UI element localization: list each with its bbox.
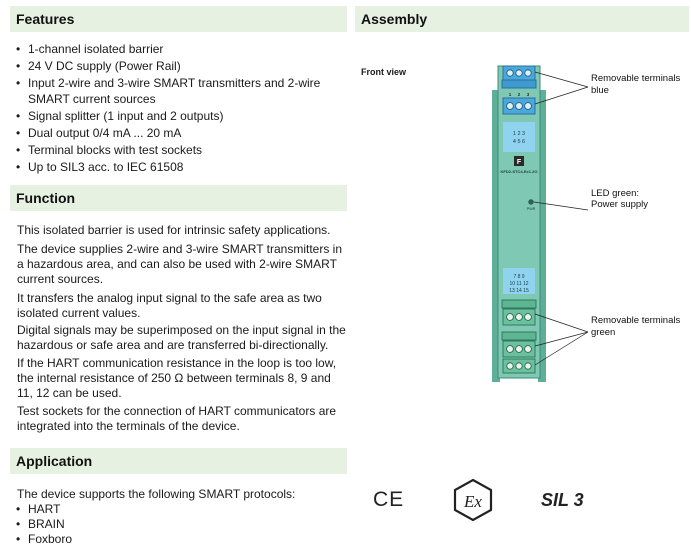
ce-mark-icon: CE <box>373 488 404 511</box>
ex-mark-text: Ex <box>463 492 482 511</box>
front-view-label: Front view <box>361 67 407 77</box>
screw-icon <box>506 102 514 110</box>
feature-item: 24 V DC supply (Power Rail) <box>16 58 346 74</box>
screw-icon <box>515 362 523 370</box>
terminal-socket-row <box>501 331 537 341</box>
application-intro: The device supports the following SMART … <box>17 487 296 501</box>
features-list: 1-channel isolated barrier 24 V DC suppl… <box>16 41 346 176</box>
screw-icon <box>515 69 523 77</box>
screw-icon <box>524 102 532 110</box>
feature-item: Up to SIL3 acc. to IEC 61508 <box>16 159 346 175</box>
leader-line <box>533 201 589 211</box>
leader-line <box>534 331 589 347</box>
leader-line <box>534 313 589 333</box>
feature-item: 1-channel isolated barrier <box>16 41 346 57</box>
certification-logos: CE Ex SIL 3 <box>373 478 584 522</box>
brand-logo-letter: F <box>517 159 522 166</box>
pwr-label: PWR <box>527 207 536 211</box>
ex-mark-icon <box>453 478 493 522</box>
features-heading: Features <box>10 6 347 32</box>
function-paragraph: Test sockets for the connection of HART … <box>17 404 337 433</box>
function-paragraph: Digital signals may be superimposed on t… <box>17 323 346 352</box>
model-label: KFD2-STC4-Ex1.2O <box>501 169 538 174</box>
terminal-number: 3 <box>527 92 530 97</box>
screw-icon <box>506 362 514 370</box>
housing-side-right <box>538 90 546 382</box>
terminal-number: 1 <box>509 92 512 97</box>
feature-item: Signal splitter (1 input and 2 outputs) <box>16 108 346 124</box>
screw-icon <box>506 313 514 321</box>
annotation-led-line2: Power supply <box>591 199 649 210</box>
application-heading: Application <box>10 448 347 474</box>
function-paragraph: It transfers the analog input signal to … <box>17 291 322 320</box>
annotation-terminals-blue-line1: Removable terminals <box>591 73 681 84</box>
protocols-list: HART BRAIN Foxboro <box>16 502 216 547</box>
bottom-terminal-numbers-2: 10 11 12 <box>509 281 528 287</box>
function-heading: Function <box>10 185 347 211</box>
bottom-terminal-numbers-3: 13 14 15 <box>509 288 529 294</box>
terminal-socket-row <box>501 299 537 309</box>
bottom-terminal-numbers-1: 7 8 9 <box>513 274 524 280</box>
leader-line <box>534 331 589 366</box>
screw-icon <box>515 102 523 110</box>
function-paragraph: The device supplies 2-wire and 3-wire SM… <box>17 242 343 286</box>
screw-icon <box>515 313 523 321</box>
feature-item: Terminal blocks with test sockets <box>16 142 346 158</box>
screw-icon <box>506 69 514 77</box>
top-terminal-numbers-1: 1 2 3 <box>513 131 525 137</box>
annotation-terminals-green-line1: Removable terminals <box>591 315 681 326</box>
housing <box>497 65 541 379</box>
label-area-blue <box>503 122 535 152</box>
leader-line <box>534 86 589 105</box>
screw-icon <box>524 362 532 370</box>
annotation-led-line1: LED green: <box>591 188 640 199</box>
function-paragraph: If the HART communication resistance in … <box>17 356 337 400</box>
protocol-item: BRAIN <box>16 517 216 532</box>
feature-item: Dual output 0/4 mA ... 20 mA <box>16 125 346 141</box>
screw-icon <box>506 345 514 353</box>
annotation-terminals-green-line2: green <box>591 327 616 338</box>
led-icon <box>528 199 534 205</box>
sil3-mark: SIL 3 <box>541 490 584 510</box>
top-terminal-numbers-2: 4 5 6 <box>513 139 525 145</box>
brand-logo-icon <box>514 156 524 166</box>
protocol-item: Foxboro <box>16 532 216 547</box>
terminal-number: 2 <box>518 92 521 97</box>
device-front-view: 1 2 3 1 2 3 4 5 6 F KFD2-STC4-Ex1.2O PWR… <box>492 65 589 382</box>
screw-icon <box>524 345 532 353</box>
terminal-socket-row <box>501 79 537 89</box>
feature-item: Input 2-wire and 3-wire SMART transmitte… <box>16 75 346 107</box>
leader-line <box>534 71 589 88</box>
protocol-item: HART <box>16 502 216 517</box>
housing-side-left <box>492 90 500 382</box>
assembly-heading: Assembly <box>355 6 689 32</box>
screw-icon <box>515 345 523 353</box>
label-area-lower <box>503 268 535 294</box>
screw-icon <box>524 313 532 321</box>
screw-icon <box>524 69 532 77</box>
annotation-terminals-blue-line2: blue <box>591 85 609 96</box>
function-paragraph: This isolated barrier is used for intrin… <box>17 223 331 237</box>
